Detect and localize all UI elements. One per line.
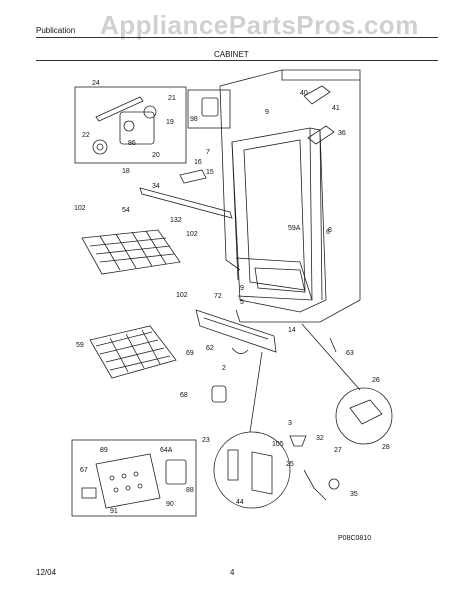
- part-label: 19: [166, 119, 174, 126]
- section-title: CABINET: [214, 50, 249, 59]
- part-label: 18: [122, 168, 130, 175]
- part-label: 86: [128, 140, 136, 147]
- page-number: 4: [230, 568, 235, 577]
- part-label: 68: [180, 392, 188, 399]
- part-label: 5: [240, 299, 244, 306]
- part-label: 24: [92, 80, 100, 87]
- part-label: 63: [346, 350, 354, 357]
- inset-box-controls: [74, 86, 187, 164]
- publication-label: Publication: [36, 26, 76, 35]
- part-label: 102: [176, 292, 188, 299]
- part-label: 35: [350, 491, 358, 498]
- part-label: 41: [332, 105, 340, 112]
- part-label: 44: [236, 499, 244, 506]
- part-label: 7: [206, 149, 210, 156]
- part-label: 23: [202, 437, 210, 444]
- part-label: 89: [100, 447, 108, 454]
- part-label: 90: [166, 501, 174, 508]
- part-label: 98: [190, 116, 198, 123]
- part-label: 27: [334, 447, 342, 454]
- part-label: 54: [122, 207, 130, 214]
- part-label: 32: [316, 435, 324, 442]
- part-label: 132: [170, 217, 182, 224]
- part-label: 72: [214, 293, 222, 300]
- part-label: 34: [152, 183, 160, 190]
- part-label: 102: [186, 231, 198, 238]
- part-label: 102: [74, 205, 86, 212]
- watermark: AppliancePartsPros.com: [100, 10, 419, 40]
- part-label: 9: [265, 109, 269, 116]
- part-label: 59: [76, 342, 84, 349]
- part-label: 15: [206, 169, 214, 176]
- part-label: 67: [80, 467, 88, 474]
- part-label: 20: [152, 152, 160, 159]
- part-label: 105: [272, 441, 284, 448]
- part-label: 28: [382, 444, 390, 451]
- footer-date: 12/04: [36, 568, 57, 577]
- part-label: 6: [326, 229, 330, 236]
- part-label: 16: [194, 159, 202, 166]
- part-label: 25: [286, 461, 294, 468]
- header-rule-top: [36, 37, 438, 38]
- part-label: 2: [222, 365, 226, 372]
- part-label: 88: [186, 487, 194, 494]
- detail-circle-28: [335, 387, 393, 445]
- header-rule-bottom: [36, 60, 438, 61]
- part-label: 64A: [160, 447, 173, 454]
- part-label: 36: [338, 130, 346, 137]
- part-label: 22: [82, 132, 90, 139]
- part-label: 26: [372, 377, 380, 384]
- part-label: 3: [288, 420, 292, 427]
- part-label: 9: [240, 285, 244, 292]
- inset-box-control-panel: [71, 439, 197, 517]
- part-label: 62: [206, 345, 214, 352]
- part-label: 8: [328, 227, 332, 234]
- part-label: 40: [300, 90, 308, 97]
- inset-box-98: [187, 89, 231, 129]
- part-label: 21: [168, 95, 176, 102]
- part-label: 59A: [288, 225, 301, 232]
- part-label: 14: [288, 327, 296, 334]
- part-label: 91: [110, 508, 118, 515]
- detail-circle-44: [213, 431, 291, 509]
- drawing-code: P08C0810: [338, 535, 371, 542]
- part-label: 69: [186, 350, 194, 357]
